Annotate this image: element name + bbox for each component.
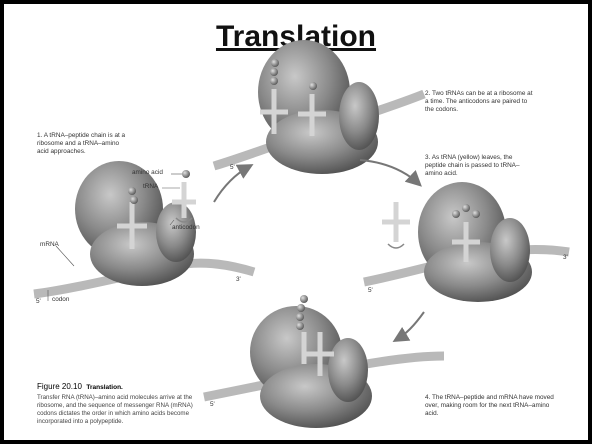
figure-name: Translation.: [86, 384, 122, 391]
five-prime-label-3: 5': [368, 287, 373, 294]
peptide-bead: [130, 196, 138, 204]
stage-1-group: [34, 161, 254, 301]
arrow-stage-1-to-2: [214, 166, 250, 202]
slide: Translation: [4, 4, 588, 440]
stage-3-group: [364, 182, 569, 302]
stage-4-group: [204, 295, 444, 428]
amino-acid-ball: [182, 170, 190, 178]
stage-2-group: [214, 40, 424, 174]
three-prime-label-3: 3': [563, 254, 568, 261]
arrow-stage-2-to-3: [360, 160, 419, 184]
five-prime-label-2: 5': [230, 164, 235, 171]
trna-label: tRNA: [143, 183, 158, 190]
step-1-caption: 1. A tRNA–peptide chain is at a ribosome…: [37, 132, 127, 156]
five-prime-label-1: 5': [36, 298, 41, 305]
step-3-caption: 3. As tRNA (yellow) leaves, the peptide …: [425, 154, 535, 178]
arrow-stage-3-to-4: [396, 312, 424, 340]
five-prime-label-4: 5': [210, 401, 215, 408]
trna-leaving: [382, 202, 410, 248]
figure-caption: Figure 20.10 Translation. Transfer RNA (…: [37, 376, 197, 426]
figure-number: Figure 20.10: [37, 382, 82, 391]
translation-diagram: [4, 4, 588, 440]
peptide-bead: [128, 187, 136, 195]
step-4-caption: 4. The tRNA–peptide and mRNA have moved …: [425, 394, 555, 418]
codon-label: codon: [52, 296, 69, 303]
mrna-label: mRNA: [40, 241, 59, 248]
three-prime-label-1: 3': [236, 276, 241, 283]
amino-acid-label: amino acid: [132, 169, 163, 176]
figure-caption-text: Transfer RNA (tRNA)–amino acid molecules…: [37, 394, 197, 426]
anticodon-label: anticodon: [172, 224, 200, 231]
step-2-caption: 2. Two tRNAs can be at a ribosome at a t…: [425, 90, 535, 114]
